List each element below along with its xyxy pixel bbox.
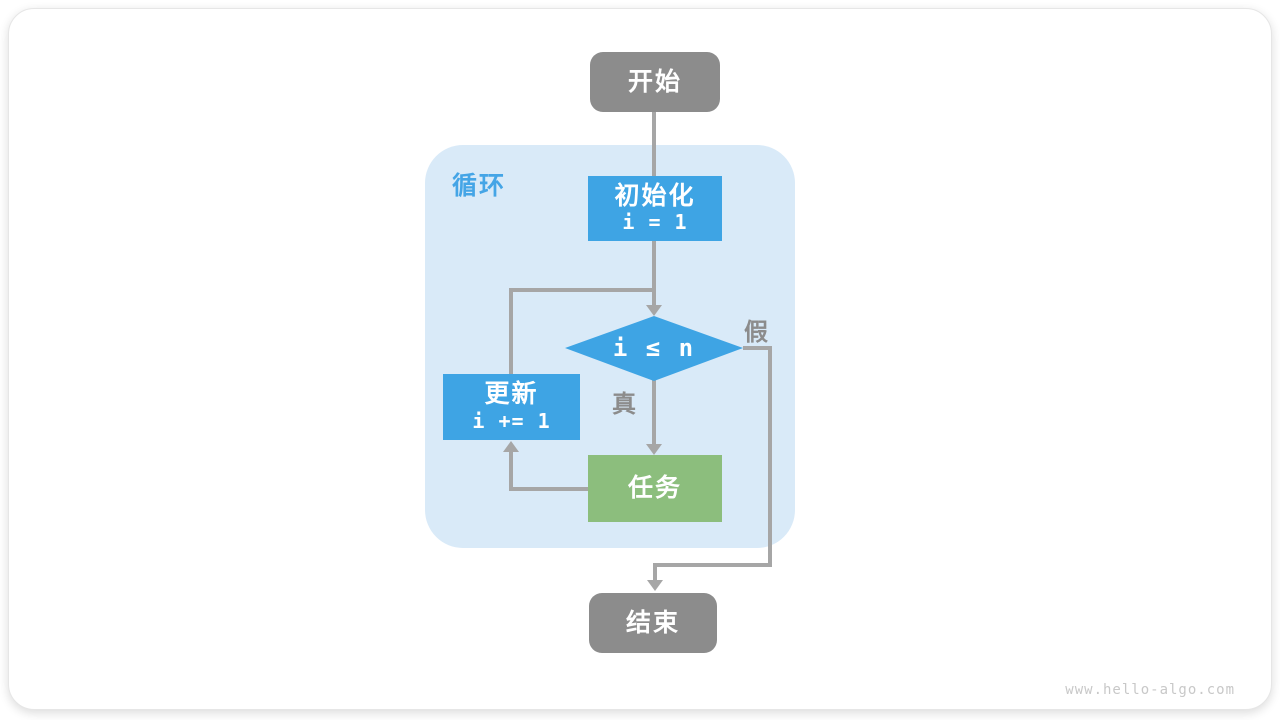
arrowhead-into-task [646, 444, 662, 455]
start-node: 开始 [590, 52, 720, 112]
end-node: 结束 [589, 593, 717, 653]
init-node-code: i = 1 [622, 210, 688, 235]
init-node: 初始化 i = 1 [588, 176, 722, 241]
task-node-label: 任务 [627, 474, 682, 503]
watermark: www.hello-algo.com [1065, 682, 1235, 698]
arrowhead-into-end [647, 580, 663, 591]
update-node: 更新 i += 1 [443, 374, 580, 440]
false-branch-label: 假 [744, 319, 768, 346]
loop-scope-label: 循环 [452, 172, 507, 200]
update-node-title: 更新 [484, 380, 539, 409]
arrow-task-to-update [509, 451, 588, 491]
arrow-update-to-junction [509, 288, 654, 374]
end-node-label: 结束 [625, 608, 680, 637]
task-node: 任务 [588, 455, 722, 522]
condition-diamond [565, 316, 743, 381]
arrowhead-into-update [503, 441, 519, 452]
true-branch-label: 真 [612, 391, 636, 418]
start-node-label: 开始 [627, 67, 682, 96]
arrow-condition-to-end [653, 346, 772, 581]
init-node-title: 初始化 [614, 181, 696, 210]
condition-label: i ≤ n [612, 334, 696, 362]
update-node-code: i += 1 [472, 408, 551, 433]
arrowhead-into-condition [646, 305, 662, 316]
